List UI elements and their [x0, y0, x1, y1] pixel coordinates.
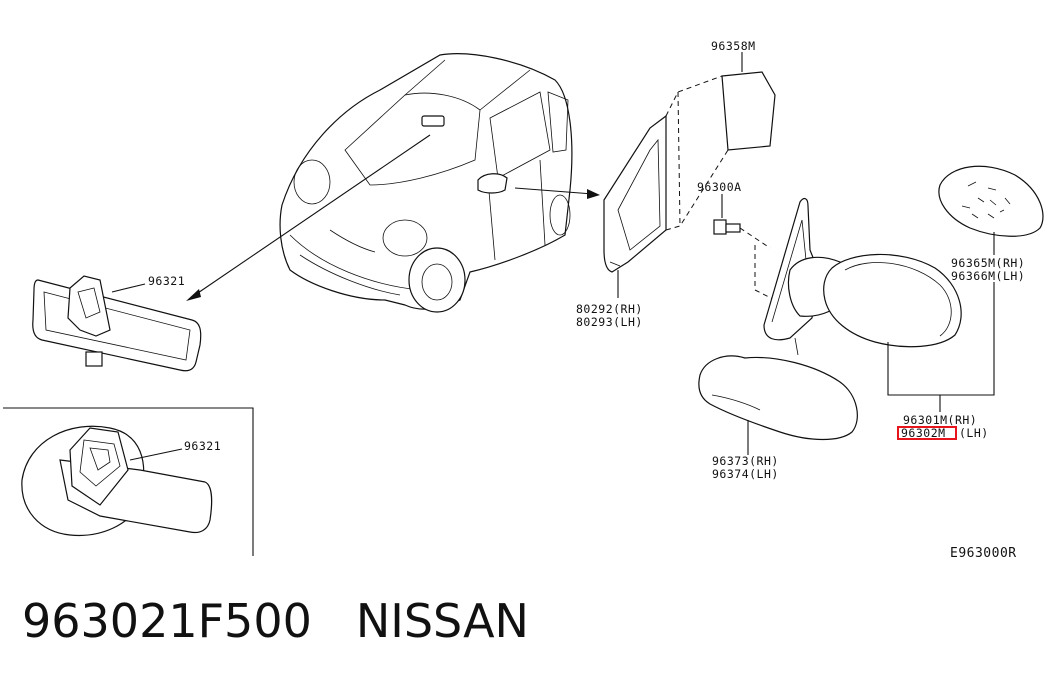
label-mirror-assy-lh-part: 96302M — [901, 426, 946, 440]
part-number: 963021F500 — [22, 594, 312, 648]
highlight-box — [897, 426, 957, 440]
detail-inset — [3, 407, 254, 556]
bolt — [713, 194, 776, 301]
car-illustration — [186, 53, 600, 313]
diagram-code: E963000R — [950, 546, 1017, 561]
mirror-cover — [698, 355, 858, 455]
door-mirror-assembly — [763, 197, 995, 412]
label-finisher-rh: 80292(RH) — [576, 302, 643, 316]
mirror-glass — [938, 165, 1044, 255]
label-finisher-lh: 80293(LH) — [576, 315, 643, 329]
label-glass-rh: 96365M(RH) — [951, 256, 1025, 270]
label-mirror-assy-rh: 96301M(RH) — [903, 413, 977, 427]
label-mirror-assy-lh-side: (LH) — [959, 426, 989, 440]
door-finisher — [603, 114, 667, 298]
label-inner-mirror: 96321 — [148, 274, 185, 288]
brand-name: NISSAN — [355, 594, 529, 648]
inner-mirror — [32, 275, 202, 372]
label-inner-mirror-detail: 96321 — [184, 439, 221, 453]
label-glass-lh: 96366M(LH) — [951, 269, 1025, 283]
mirror-base-cover — [665, 52, 776, 231]
label-bolt: 96300A — [697, 180, 742, 194]
label-cover-lh: 96374(LH) — [712, 467, 779, 481]
label-cover-rh: 96373(RH) — [712, 454, 779, 468]
label-cover-top: 96358M — [711, 39, 756, 53]
